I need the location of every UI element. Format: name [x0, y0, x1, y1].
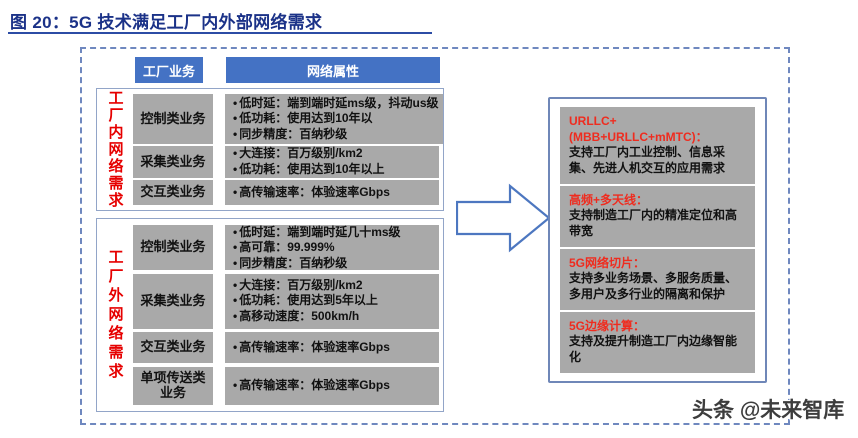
- solution-title: 高频+多天线：: [569, 192, 649, 207]
- group-external-rows: 控制类业务 低时延：端到端时延几十ms级 高可靠：99.999% 同步精度：百纳…: [133, 219, 439, 411]
- diagram-dashed-frame: [80, 47, 790, 425]
- solution-edge-computing: 5G边缘计算： 支持及提升制造工厂内边缘智能化: [560, 311, 755, 373]
- business-cell: 单项传送类业务: [133, 366, 213, 405]
- attribute-item: 大连接：百万级别/km2: [233, 146, 435, 162]
- column-header-business: 工厂业务: [135, 57, 203, 83]
- attribute-item: 低功耗：使用达到10年以: [233, 111, 439, 127]
- attributes-cell: 大连接：百万级别/km2 低功耗：使用达到5年以上 高移动速度：500km/h: [225, 273, 439, 329]
- business-cell: 采集类业务: [133, 146, 213, 178]
- attribute-item: 低时延：端到端时延几十ms级: [233, 225, 435, 241]
- solution-urllc: URLLC+(MBB+URLLC+mMTC)： 支持工厂内工业控制、信息采集、先…: [560, 107, 755, 184]
- solution-network-slicing: 5G网络切片： 支持多业务场景、多服务质量、多用户及多行业的隔离和保护: [560, 248, 755, 310]
- group-external-label: 工厂外网络需求: [106, 248, 124, 382]
- solutions-panel: URLLC+(MBB+URLLC+mMTC)： 支持工厂内工业控制、信息采集、先…: [548, 97, 767, 383]
- table-row: 单项传送类业务 高传输速率：体验速率Gbps: [133, 366, 439, 405]
- attribute-item: 高传输速率：体验速率Gbps: [233, 185, 435, 201]
- attribute-item: 大连接：百万级别/km2: [233, 278, 435, 294]
- attribute-item: 低时延：端到端时延ms级，抖动us级: [233, 96, 438, 112]
- attribute-item: 同步精度：百纳秒级: [233, 256, 435, 272]
- solution-title: 5G边缘计算：: [569, 318, 646, 333]
- group-internal-label: 工厂内网络需求: [106, 90, 124, 209]
- solution-title: URLLC+(MBB+URLLC+mMTC)：: [569, 114, 708, 144]
- group-factory-external: 工厂外网络需求 控制类业务 低时延：端到端时延几十ms级 高可靠：99.999%…: [96, 218, 444, 412]
- attribute-item: 高传输速率：体验速率Gbps: [233, 340, 435, 356]
- table-row: 控制类业务 低时延：端到端时延几十ms级 高可靠：99.999% 同步精度：百纳…: [133, 225, 439, 272]
- solution-body: 支持工厂内工业控制、信息采集、先进人机交互的应用需求: [569, 145, 726, 176]
- attributes-cell: 高传输速率：体验速率Gbps: [225, 332, 439, 364]
- attribute-item: 低功耗：使用达到10年以上: [233, 162, 435, 178]
- table-row: 控制类业务 低时延：端到端时延ms级，抖动us级 低功耗：使用达到10年以 同步…: [133, 94, 443, 144]
- solution-body: 支持制造工厂内的精准定位和高带宽: [569, 208, 738, 239]
- attributes-cell: 大连接：百万级别/km2 低功耗：使用达到10年以上: [225, 146, 439, 178]
- business-cell: 交互类业务: [133, 332, 213, 364]
- table-row: 交互类业务 高传输速率：体验速率Gbps: [133, 332, 439, 364]
- title-underline: [8, 32, 432, 34]
- business-cell: 控制类业务: [133, 94, 213, 144]
- attribute-item: 高移动速度：500km/h: [233, 309, 435, 325]
- table-row: 采集类业务 大连接：百万级别/km2 低功耗：使用达到10年以上: [133, 146, 439, 178]
- solution-title: 5G网络切片：: [569, 255, 646, 270]
- attributes-cell: 高传输速率：体验速率Gbps: [225, 180, 439, 205]
- business-cell: 交互类业务: [133, 180, 213, 205]
- attributes-cell: 低时延：端到端时延ms级，抖动us级 低功耗：使用达到10年以 同步精度：百纳秒…: [225, 94, 443, 144]
- figure-title: 图 20：5G 技术满足工厂内外部网络需求: [10, 13, 323, 32]
- table-row: 采集类业务 大连接：百万级别/km2 低功耗：使用达到5年以上 高移动速度：50…: [133, 273, 439, 329]
- attributes-cell: 高传输速率：体验速率Gbps: [225, 366, 439, 405]
- right-arrow-icon: [455, 183, 552, 253]
- solution-high-freq-antenna: 高频+多天线： 支持制造工厂内的精准定位和高带宽: [560, 185, 755, 247]
- group-factory-internal: 工厂内网络需求 控制类业务 低时延：端到端时延ms级，抖动us级 低功耗：使用达…: [96, 88, 444, 211]
- attribute-item: 高传输速率：体验速率Gbps: [233, 378, 435, 394]
- business-cell: 控制类业务: [133, 225, 213, 271]
- watermark: 头条 @未来智库: [692, 399, 845, 422]
- attribute-item: 同步精度：百纳秒级: [233, 127, 439, 143]
- group-internal-rows: 控制类业务 低时延：端到端时延ms级，抖动us级 低功耗：使用达到10年以 同步…: [133, 89, 443, 210]
- attribute-item: 低功耗：使用达到5年以上: [233, 293, 435, 309]
- business-cell: 采集类业务: [133, 273, 213, 329]
- attributes-cell: 低时延：端到端时延几十ms级 高可靠：99.999% 同步精度：百纳秒级: [225, 225, 439, 272]
- column-header-attributes: 网络属性: [226, 57, 440, 83]
- solution-body: 支持多业务场景、多服务质量、多用户及多行业的隔离和保护: [569, 271, 738, 302]
- solution-body: 支持及提升制造工厂内边缘智能化: [569, 334, 738, 365]
- table-row: 交互类业务 高传输速率：体验速率Gbps: [133, 180, 439, 205]
- attribute-item: 高可靠：99.999%: [233, 240, 435, 256]
